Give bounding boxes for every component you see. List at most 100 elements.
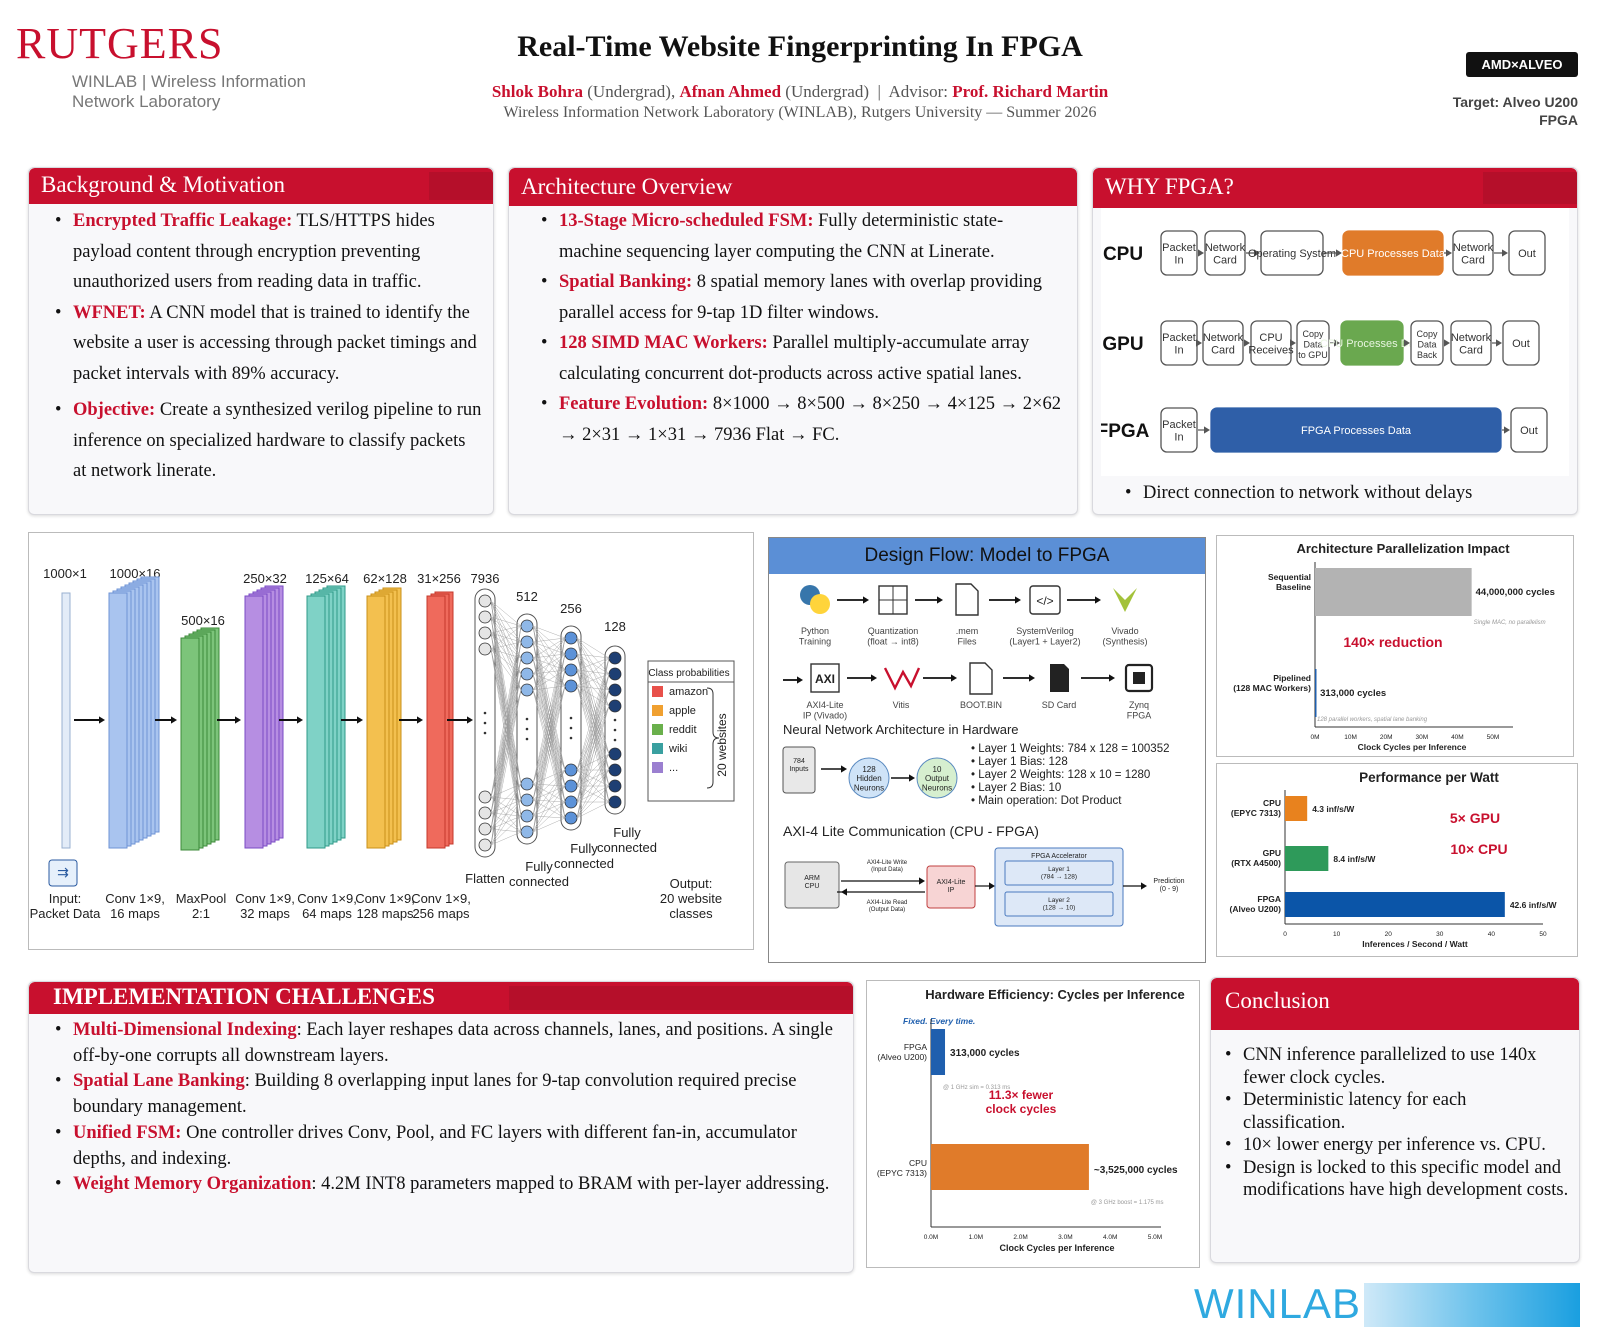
connection [576,637,610,659]
connection [490,625,522,814]
x-tick: 50M [1487,734,1500,741]
class-label: wiki [668,743,687,755]
row-label-gpu: GPU [1102,334,1143,355]
bar-value-label: 42.6 inf/s/W [1510,900,1558,910]
bullet-text: 8 spatial memory lanes with overlap prov… [559,272,1043,323]
bar [1285,892,1505,917]
flow-step-label: SD Card [1042,700,1077,710]
bar-value-label: 44,000,000 cycles [1476,587,1555,598]
neuron [478,594,492,608]
bullet-keyword: Encrypted Traffic Leakage: [73,211,293,231]
pipeline-box [1160,230,1198,276]
neuron [478,822,492,836]
neuron [608,683,622,697]
neuron [520,635,534,649]
input-icon [48,859,78,887]
connection [490,648,522,817]
pipeline-box [1510,407,1548,453]
bullet-text: A CNN model that is trained to identify … [73,302,477,384]
layer-dim-label: 62×128 [363,571,407,586]
architecture-item: Feature Evolution: 8×1000 → 8×500 → 8×25… [537,389,1063,450]
websites-label: 20 websites [715,713,729,776]
neuron [520,619,534,633]
neuron [520,651,534,665]
conclusion-item: Deterministic latency for each classific… [1221,1089,1571,1134]
conclusion-panel: Conclusion CNN inference parallelized to… [1210,977,1580,1263]
bar [931,1144,1089,1190]
layer-caption: Conv 1×9,128 maps [355,891,415,921]
class-box-title: Class probabilities [648,668,729,679]
challenge-item: Multi-Dimensional Indexing: Each layer r… [51,1018,833,1069]
feature-map-slab [426,595,446,849]
x-tick: 40 [1488,931,1496,938]
connection [576,801,610,819]
fpga-accelerator-label: FPGA Accelerator [1031,853,1087,860]
hw-efficiency-chart: Hardware Efficiency: Cycles per Inferenc… [866,980,1200,1268]
layer-arrow-head [417,716,423,724]
flow-arrow-head [951,674,957,682]
bar-category: CPU(EPYC 7313) [1231,798,1281,818]
architecture-title: Architecture Overview [521,174,733,199]
connection [490,641,522,650]
nn-bullet: • Main operation: Dot Product [971,795,1122,807]
connection [532,669,566,833]
neuron [564,811,578,825]
connection [532,769,566,833]
layer-caption: Conv 1×9,256 maps [411,891,471,921]
neuron [478,642,492,656]
connection [576,685,610,707]
bullet-keyword: Weight Memory Organization [73,1174,312,1195]
neuron [608,667,622,681]
connection [490,616,522,785]
connection [490,625,522,830]
neuron [520,793,534,807]
connection [490,632,522,785]
axi-cpu-box [784,861,840,909]
connection [490,625,522,650]
vivado-icon [1113,588,1137,612]
target-line-2: FPGA [1539,112,1578,128]
layer-caption: Conv 1×9,16 maps [105,891,165,921]
layer-dim-label: 512 [516,589,538,604]
connection [576,685,610,787]
neuron [608,747,622,761]
author-1: Shlok Bohra [491,82,583,101]
x-axis-label: Clock Cycles per Inference [999,1243,1114,1253]
row-label-fpga: FPGA [1101,421,1150,442]
x-tick: 20 [1385,931,1393,938]
pipeline-arrow-head [1444,339,1450,347]
flow-arrow-head [1095,596,1101,604]
feature-map-slab [244,595,264,849]
layer-dim-label: 125×64 [305,571,349,586]
bullet-keyword: 13-Stage Micro-scheduled FSM: [559,211,814,231]
connection [576,673,610,819]
architecture-list: 13-Stage Micro-scheduled FSM: Fully dete… [537,206,1063,450]
vitis-icon [883,667,921,691]
pipeline-box [1202,320,1244,366]
connection [490,815,522,846]
author-2-role: (Undergrad) | Advisor: [781,82,953,101]
layer-dim-label: 256 [560,601,582,616]
chart-title: Hardware Efficiency: Cycles per Inferenc… [925,987,1184,1002]
x-tick: 10 [1333,931,1341,938]
connection [490,783,522,846]
pipeline-box-label: FPGA Processes Data [1301,425,1412,437]
bar-note: @ 3 GHz boost = 1.175 ms [1091,1200,1164,1206]
gpu-annotation: 5× GPU [1450,810,1500,826]
ellipsis-dot [613,728,617,732]
connection [576,769,610,819]
connection [532,785,566,833]
flow-step-label: Vivado(Synthesis) [1102,626,1147,646]
pipeline-box [1452,230,1494,276]
axi-icon-glyph: AXI [815,672,835,686]
neuron [564,631,578,645]
layer2-box [1004,891,1114,917]
